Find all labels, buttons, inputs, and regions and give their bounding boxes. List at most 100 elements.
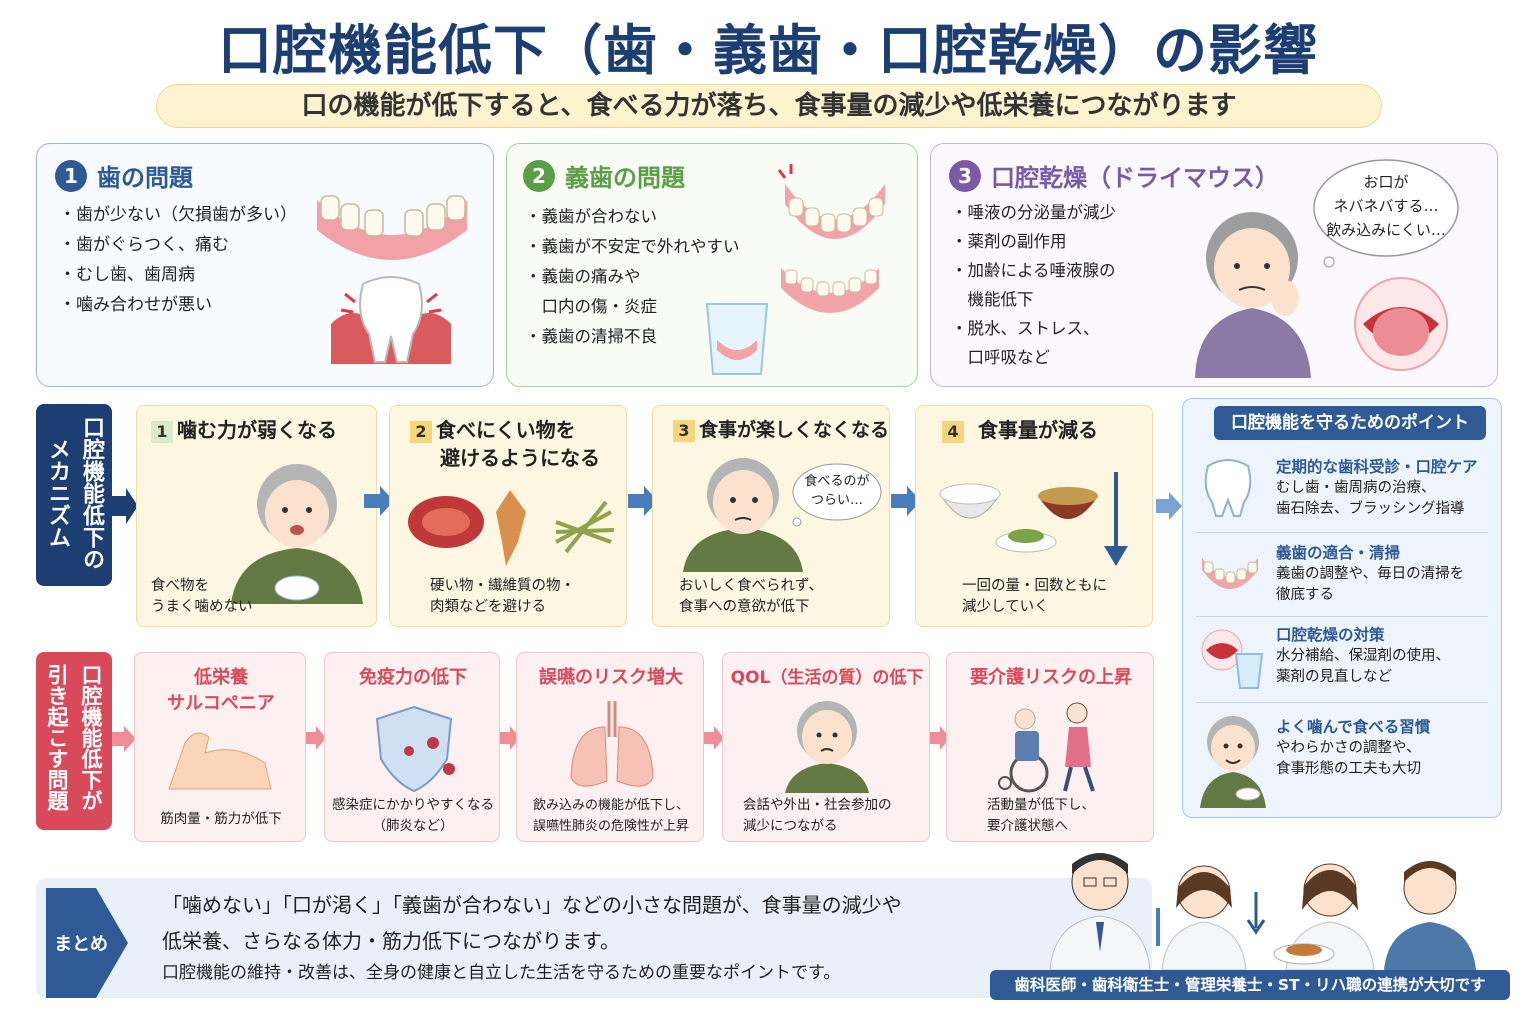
consequence-caption: 活動量が低下し、要介護状態へ	[987, 797, 1095, 834]
dry-tongue-icon	[1354, 277, 1448, 371]
points-title: 口腔機能を守るためのポイント	[1214, 406, 1486, 440]
tooth-icon	[1204, 459, 1252, 517]
consequence-caption: 筋肉量・筋力が低下	[160, 811, 282, 827]
summary-label: まとめ	[54, 934, 108, 955]
consequence-sarcopenia: 低栄養サルコペニア 筋肉量・筋力が低下	[134, 652, 306, 842]
arrow-right-icon	[112, 488, 138, 524]
tooth-pain-icon	[331, 276, 451, 364]
denture-problem-panel: 2 義歯の問題 ・義歯が合わない ・義歯が不安定で外れやすい ・義歯の痛みや 口…	[506, 143, 918, 387]
arrow-right-icon	[1156, 492, 1182, 520]
step-number: 2	[410, 421, 432, 443]
bullet-item: ・唾液の分泌量が減少	[951, 203, 1116, 222]
consequence-caption: 会話や外出・社会参加の減少につながる	[743, 797, 892, 834]
bullet-item: ・加齢による唾液腺の	[951, 261, 1116, 280]
dry-mouth-panel: 3 口腔乾燥（ドライマウス） ・唾液の分泌量が減少 ・薬剤の副作用 ・加齢による…	[930, 143, 1498, 387]
denture-cup-illustration	[705, 303, 769, 375]
arrow-right-icon	[306, 726, 326, 750]
summary-line-1: 「噛めない」「口が渇く」「義歯が合わない」などの小さな問題が、食事量の減少や	[162, 893, 902, 917]
number-badge: 1	[55, 159, 87, 192]
step-caption: 食べ物をうまく噛めない	[151, 578, 253, 615]
speech-bubble-text: お口が ネバネバする… 飲み込みにくい…	[1326, 173, 1446, 239]
step-number: 3	[673, 420, 695, 442]
consequence-immunity: 免疫力の低下 感染症にかかりやすくなる（肺炎など）	[324, 652, 500, 842]
worried-elderly-man-icon	[785, 701, 869, 793]
step-number: 4	[942, 421, 964, 443]
mechanism-step-4: 4 食事量が減る 一回の量・回数ともに減少していく	[915, 405, 1153, 627]
arrow-right-icon	[500, 726, 520, 750]
bullet-item: ・薬剤の副作用	[951, 232, 1067, 251]
lungs-icon	[570, 701, 654, 787]
consequence-qol: QOL（生活の質）の低下 会話や外出・社会参加の減少につながる	[722, 652, 930, 842]
bullet-list: ・歯が少ない（欠損歯が多い） ・歯がぐらつく、痛む ・むし歯、歯周病 ・噛み合わ…	[59, 200, 297, 320]
teeth-problem-panel: 1 歯の問題 ・歯が少ない（欠損歯が多い） ・歯がぐらつく、痛む ・むし歯、歯周…	[36, 143, 494, 387]
step-caption: 硬い物・繊維質の物・肉類などを避ける	[430, 578, 575, 615]
arrow-right-icon	[930, 726, 950, 750]
speech-bubble	[1313, 159, 1459, 268]
arm-muscle-icon	[168, 732, 272, 790]
elderly-man-eating-icon	[1200, 716, 1266, 808]
bullet-item: 口内の傷・炎症	[525, 297, 658, 316]
bullet-item: ・義歯が合わない	[525, 207, 657, 226]
consequence-aspiration: 誤嚥のリスク増大 飲み込みの機能が低下し、誤嚥性肺炎の危険性が上昇	[516, 652, 704, 842]
shield-virus-icon	[375, 705, 455, 793]
mouth-and-water-icon	[1201, 629, 1264, 689]
step-number: 1	[151, 421, 173, 443]
bullet-item: ・歯がぐらつく、痛む	[59, 235, 229, 255]
page-title: 口腔機能低下（歯・義歯・口腔乾燥）の影響	[218, 19, 1318, 82]
consequence-caption: 飲み込みの機能が低下し、誤嚥性肺炎の危険性が上昇	[532, 798, 689, 834]
bullet-item: 口呼吸など	[951, 348, 1051, 367]
step-title: 噛む力が弱くなる	[177, 418, 337, 442]
arrow-right-icon	[364, 486, 394, 516]
panel-title: 口腔乾燥（ドライマウス）	[991, 164, 1279, 192]
dentures-illustration	[317, 195, 467, 260]
bullet-item: ・むし歯、歯周病	[59, 265, 195, 285]
summary-line-2: 低栄養、さらなる体力・筋力低下につながります。	[162, 929, 620, 953]
panel-title: 歯の問題	[97, 164, 193, 192]
arrow-right-icon	[704, 726, 724, 750]
divider	[1196, 532, 1488, 533]
consequences-label: 口腔機能低下が 引き起こす問題	[36, 652, 112, 830]
summary-line-3: 口腔機能の維持・改善は、全身の健康と自立した生活を守るための重要なポイントです。	[162, 963, 841, 983]
step-title: 食べにくい物を	[436, 418, 576, 442]
summary-arrow	[46, 888, 128, 998]
divider	[1196, 616, 1488, 617]
wheelchair-caregiver-icon	[998, 702, 1095, 793]
collaboration-banner: 歯科医師・歯科衛生士・管理栄養士・ST・リハ職の連携が大切です	[990, 970, 1510, 1000]
arrow-right-icon	[112, 726, 136, 752]
bullet-list: ・唾液の分泌量が減少 ・薬剤の副作用 ・加齢による唾液腺の 機能低下 ・脱水、ス…	[951, 198, 1116, 372]
upper-denture-illustration	[777, 164, 885, 239]
speech-bubble-text: 食べるのがつらい…	[804, 474, 870, 508]
bullet-item: 機能低下	[951, 290, 1034, 309]
consequence-caption: 感染症にかかりやすくなる（肺炎など）	[332, 797, 494, 834]
elderly-woman-illustration	[1195, 212, 1311, 378]
step-title: 食事が楽しくなくなる	[699, 419, 890, 441]
mechanism-label: 口腔機能低下の メカニズム	[36, 404, 112, 586]
point-item-checkup: 定期的な歯科受診・口腔ケア むし歯・歯周病の治療、 歯石除去、ブラッシング指導	[1276, 458, 1478, 517]
denture-icon	[1202, 558, 1258, 589]
bullet-item: ・噛み合わせが悪い	[59, 295, 212, 315]
medical-team-illustration	[1049, 853, 1476, 971]
consequence-care-risk: 要介護リスクの上昇 活動量が低下し、要介護状態へ	[946, 652, 1154, 842]
number-badge: 2	[523, 159, 555, 192]
step-caption: 一回の量・回数ともに減少していく	[962, 578, 1107, 615]
point-item-dry-mouth: 口腔乾燥の対策 水分補給、保湿剤の使用、 薬剤の見直しなど	[1276, 626, 1450, 685]
number-badge: 3	[949, 159, 981, 192]
point-item-chewing: よく噛んで食べる習慣 やわらかさの調整や、 食事形態の工夫も大切	[1276, 718, 1431, 777]
summary-panel: まとめ 「噛めない」「口が渇く」「義歯が合わない」などの小さな問題が、食事量の減…	[36, 878, 1152, 998]
hard-foods-illustration	[408, 490, 615, 566]
subtitle-banner: 口の機能が低下すると、食べる力が落ち、食事量の減少や低栄養につながります	[156, 84, 1382, 128]
bullet-list: ・義歯が合わない ・義歯が不安定で外れやすい ・義歯の痛みや 口内の傷・炎症 ・…	[525, 202, 740, 352]
bullet-item: ・歯が少ない（欠損歯が多い）	[59, 205, 297, 225]
bullet-item: ・義歯が不安定で外れやすい	[525, 237, 740, 256]
step-caption: おいしく食べられず、食事への意欲が低下	[679, 578, 823, 615]
speech-bubble	[792, 463, 882, 527]
sad-elderly-man-illustration	[683, 458, 803, 572]
elderly-man-chewing-illustration	[231, 464, 363, 604]
step-title: 食事量が減る	[978, 418, 1098, 442]
point-item-denture: 義歯の適合・清掃 義歯の調整や、毎日の清掃を 徹底する	[1276, 544, 1465, 603]
arrow-right-icon	[628, 486, 658, 516]
divider	[1196, 702, 1488, 703]
